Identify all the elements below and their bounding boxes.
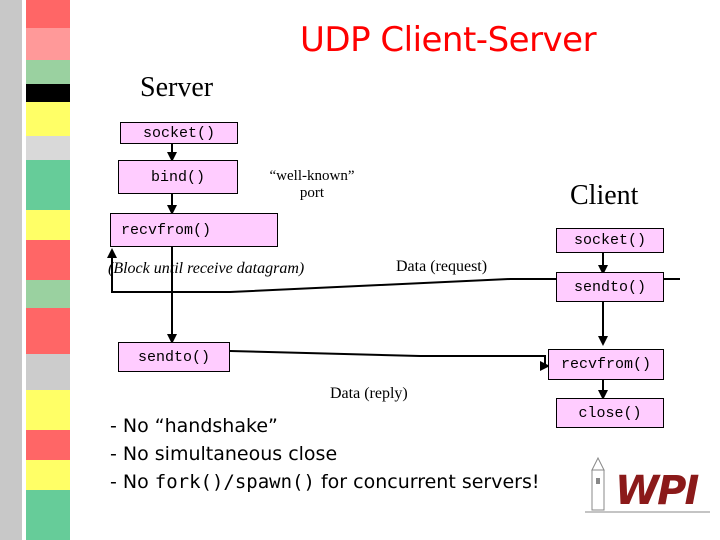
server-recvfrom-box: recvfrom() (110, 213, 278, 247)
client-sendto-box: sendto() (556, 272, 664, 302)
client-recvfrom-box: recvfrom() (548, 349, 664, 380)
well-known-port-line1: “well-known” (269, 168, 355, 184)
slide-title: UDP Client-Server (300, 20, 597, 60)
bullet-no-simultaneous-close: - No simultaneous close (110, 443, 338, 465)
well-known-port-line2: port (299, 185, 325, 201)
arrow-reply (229, 350, 550, 371)
block-note: (Block until receive datagram) (108, 260, 305, 277)
request-label: Data (request) (396, 258, 488, 275)
bullet-list: - No “handshake” - No simultaneous close… (110, 412, 540, 496)
decorative-stripe-gray (0, 0, 22, 540)
server-heading: Server (140, 72, 214, 103)
bullet-no-fork: - No fork()/spawn() for concurrent serve… (110, 468, 540, 496)
reply-label: Data (reply) (330, 385, 408, 402)
bullet-fork-suffix: for concurrent servers! (314, 471, 540, 493)
bullet-no-handshake: - No “handshake” (110, 415, 278, 437)
wpi-logo: WPI (615, 468, 699, 514)
decorative-stripe-colored (26, 0, 70, 540)
server-socket-box: socket() (120, 122, 238, 144)
bullet-fork-prefix: - No (110, 471, 155, 493)
bullet-fork-code: fork()/spawn() (154, 471, 315, 493)
client-close-box: close() (556, 398, 664, 428)
server-bind-box: bind() (118, 160, 238, 194)
well-known-port-note: “well-known” port (262, 168, 362, 202)
client-heading: Client (570, 180, 639, 211)
server-sendto-box: sendto() (118, 342, 230, 372)
client-socket-box: socket() (556, 228, 664, 253)
